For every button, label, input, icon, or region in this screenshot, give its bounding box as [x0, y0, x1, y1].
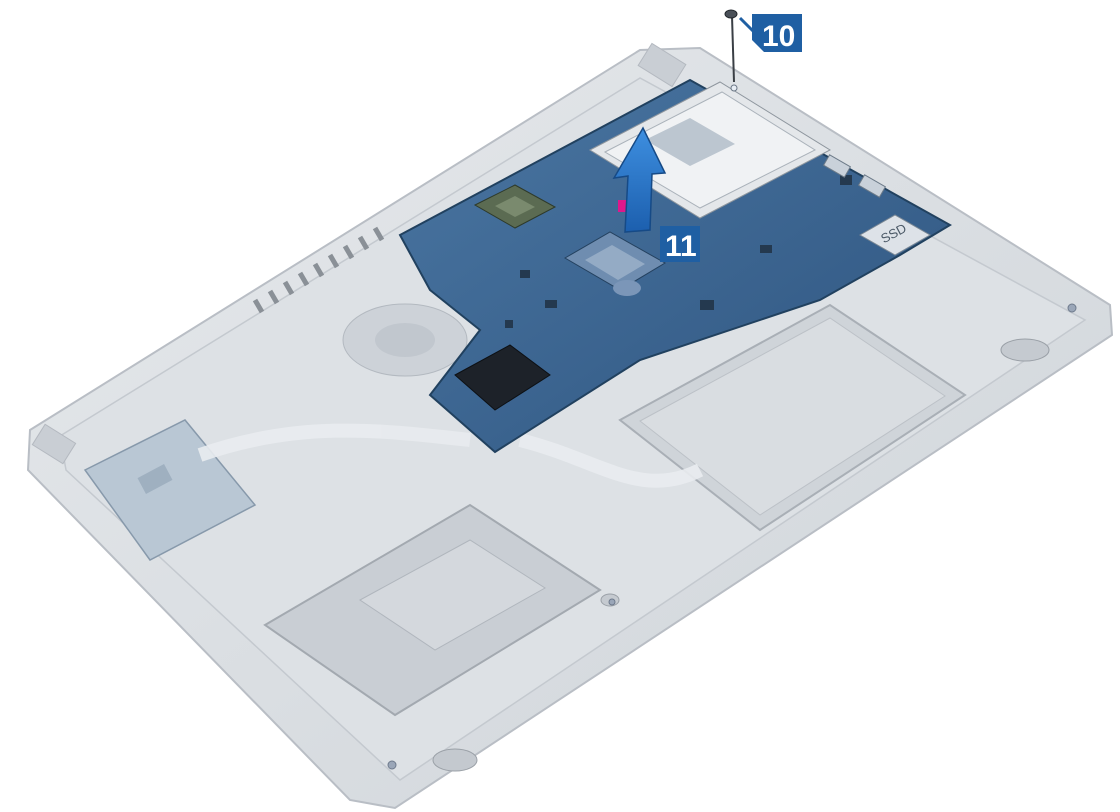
screw	[724, 9, 738, 92]
lift-arrow-icon	[612, 126, 667, 233]
usb-ports	[822, 154, 887, 198]
callout-10-label: 10	[762, 20, 795, 53]
callout-11: 11	[660, 226, 700, 263]
callout-11-label: 11	[665, 230, 697, 263]
hard-drive-bay	[263, 503, 602, 772]
fan-recess	[342, 303, 468, 377]
flex-cables	[197, 423, 704, 488]
callout-10: 10	[738, 14, 802, 53]
touchpad	[618, 303, 967, 532]
graphics-chip	[473, 184, 557, 229]
ssd-bay: SSD	[858, 214, 932, 256]
chassis-screw-holes	[387, 303, 1077, 770]
vent-slits	[252, 226, 385, 314]
processor	[564, 231, 666, 296]
shield-can	[454, 344, 551, 411]
